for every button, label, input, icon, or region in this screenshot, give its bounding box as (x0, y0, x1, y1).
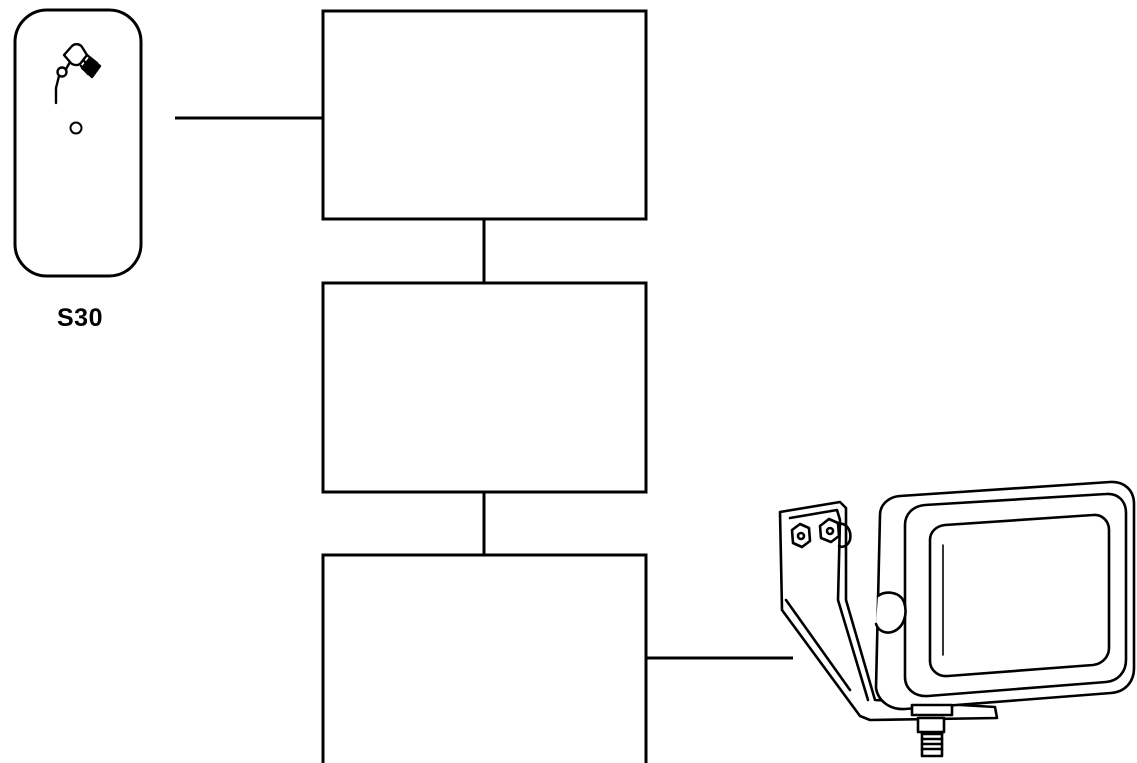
switch-s30 (15, 10, 141, 276)
block-3 (323, 555, 646, 763)
work-lamp-icon (780, 482, 1134, 756)
block-1 (323, 11, 646, 219)
switch-label: S30 (40, 304, 120, 333)
switch-indicator-led (71, 123, 82, 134)
block-2 (323, 283, 646, 492)
switch-body (15, 10, 141, 276)
